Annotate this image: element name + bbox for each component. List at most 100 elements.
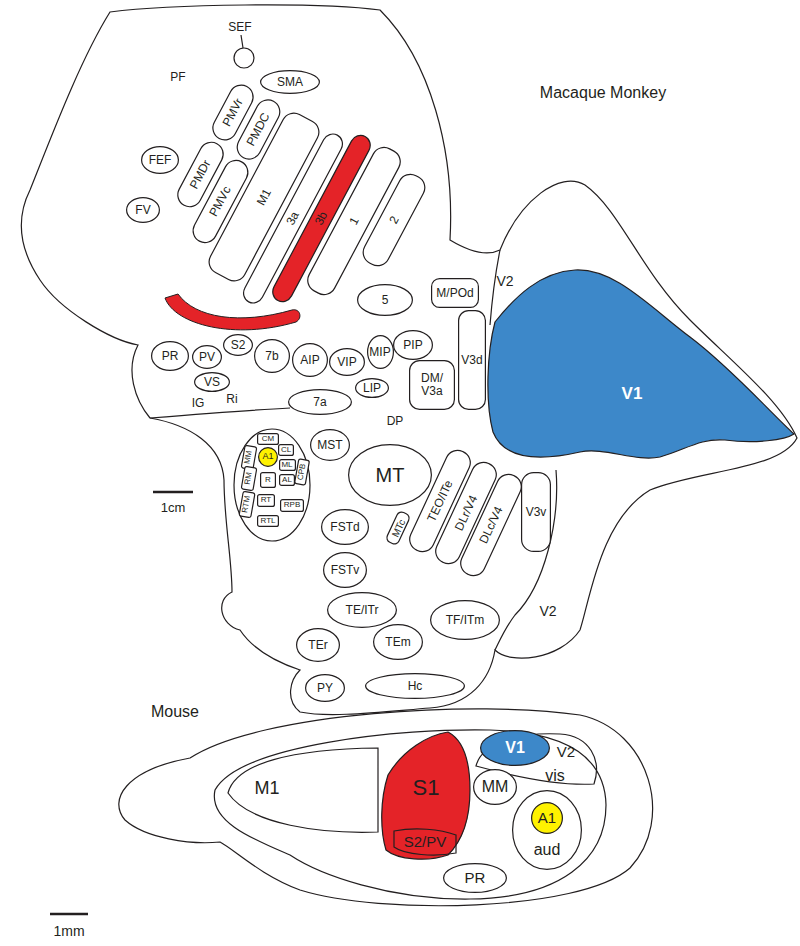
cortical-area: A1: [531, 802, 563, 834]
area-label: AIP: [294, 354, 326, 367]
area-shape: [322, 510, 369, 545]
area-shape: [522, 473, 551, 552]
region-label: PF: [170, 71, 185, 84]
cortical-area: SEF: [218, 18, 262, 70]
area-shape: [444, 864, 507, 893]
area-shape: [431, 601, 500, 640]
area-label: A1: [533, 810, 561, 827]
region-label: 1mm: [53, 924, 84, 939]
area-label: V3d: [460, 354, 484, 367]
region-label: Macaque Monkey: [540, 84, 666, 102]
area-label: MM: [475, 778, 515, 796]
area-label: V3v: [523, 506, 549, 519]
cortical-area: PIP: [393, 330, 433, 360]
cortical-area: TEm: [373, 624, 423, 660]
cortical-area: TF/ITm: [430, 600, 500, 640]
area-label: 5: [359, 294, 411, 307]
cortical-area: RM: [241, 465, 258, 491]
area-label: FEF: [143, 154, 177, 167]
area-outline: [485, 262, 797, 465]
area-label: RPB: [282, 501, 302, 510]
area-shape: [234, 48, 254, 68]
cortical-area: PV: [192, 345, 222, 369]
cortical-area: 5: [357, 284, 413, 316]
cortical-area: RT: [257, 494, 275, 507]
area-label: M/POd: [433, 287, 477, 300]
area-shape: [474, 770, 517, 805]
cortical-area: AL: [279, 474, 295, 486]
area-label: V1: [478, 385, 786, 404]
region-label: 1cm: [161, 501, 186, 515]
area-label: CM: [259, 435, 277, 444]
cortical-area: PR: [151, 341, 189, 371]
area-shape: [195, 373, 230, 392]
cortical-area: CPB: [294, 458, 310, 486]
cortical-area: ML: [279, 459, 296, 471]
area-label: M1: [189, 779, 345, 799]
area-label: TF/ITm: [432, 614, 498, 627]
scale-bar: [50, 913, 88, 916]
cortical-area: RTL: [257, 515, 279, 527]
area-label: MTc: [387, 512, 410, 544]
area-shape: [374, 625, 423, 660]
cortical-area: V3v: [521, 472, 551, 552]
area-label: MIP: [369, 346, 392, 359]
area-label: V1: [482, 739, 548, 757]
area-shape: [459, 311, 486, 410]
cortical-area: SMA: [260, 70, 320, 94]
area-shape: [127, 198, 160, 223]
area-shape: [366, 674, 465, 699]
area-label: R: [262, 476, 274, 485]
area-shape: [228, 748, 378, 832]
area-shape: [142, 147, 179, 174]
region-label: vis: [545, 767, 565, 785]
area-label: MT: [350, 464, 430, 486]
area-shape: [259, 448, 278, 467]
area-shape: [359, 170, 429, 270]
cortical-area: FV: [126, 197, 160, 223]
area-shape: [385, 510, 410, 545]
area-shape: [261, 71, 320, 94]
area-label: 7a: [290, 396, 350, 409]
cortical-area: V1: [480, 730, 550, 766]
area-label: SMA: [262, 76, 318, 89]
area-label: S2: [225, 339, 251, 352]
area-shape: [324, 553, 367, 588]
cortical-area: TEr: [296, 628, 340, 662]
cortical-area: MM: [241, 444, 258, 470]
area-shape: [280, 475, 295, 486]
area-label: A1: [260, 452, 276, 462]
area-shape: [258, 516, 279, 527]
area-shape: [367, 336, 393, 369]
area-label: TEm: [375, 636, 421, 649]
cortical-area: S2/PV: [390, 827, 460, 857]
mouse-cortex-outline: [119, 709, 653, 906]
area-label: PV: [194, 351, 220, 364]
area-shape: [358, 285, 413, 316]
cortical-area: R: [260, 472, 276, 488]
area-label: MST: [312, 439, 348, 452]
area-label: DM/ V3a: [411, 372, 453, 398]
area-label: LIP: [357, 382, 387, 395]
cortical-area: CM: [257, 433, 279, 445]
cortical-area: MST: [310, 429, 350, 461]
area-shape: [261, 473, 276, 488]
cortical-area: M1: [222, 745, 382, 835]
area-label: ML: [281, 461, 294, 470]
cortical-area: PY: [305, 674, 345, 702]
area-shape: [306, 675, 345, 702]
cortical-area: PR: [443, 863, 507, 893]
cortical-area: LIP: [355, 378, 389, 398]
cortical-area: RTM: [238, 490, 255, 518]
area-shape: [311, 430, 350, 461]
area-label: aud: [514, 841, 580, 859]
region-label: V2: [539, 604, 556, 619]
area-label: FSTd: [323, 521, 367, 534]
area-shape: [328, 593, 397, 628]
area-shape: [152, 342, 189, 371]
area-shape: [349, 445, 432, 506]
cortical-area: V1: [485, 262, 797, 465]
cortical-area: CL: [278, 444, 294, 456]
area-label: S1: [381, 776, 471, 800]
region-label: Mouse: [151, 703, 199, 721]
